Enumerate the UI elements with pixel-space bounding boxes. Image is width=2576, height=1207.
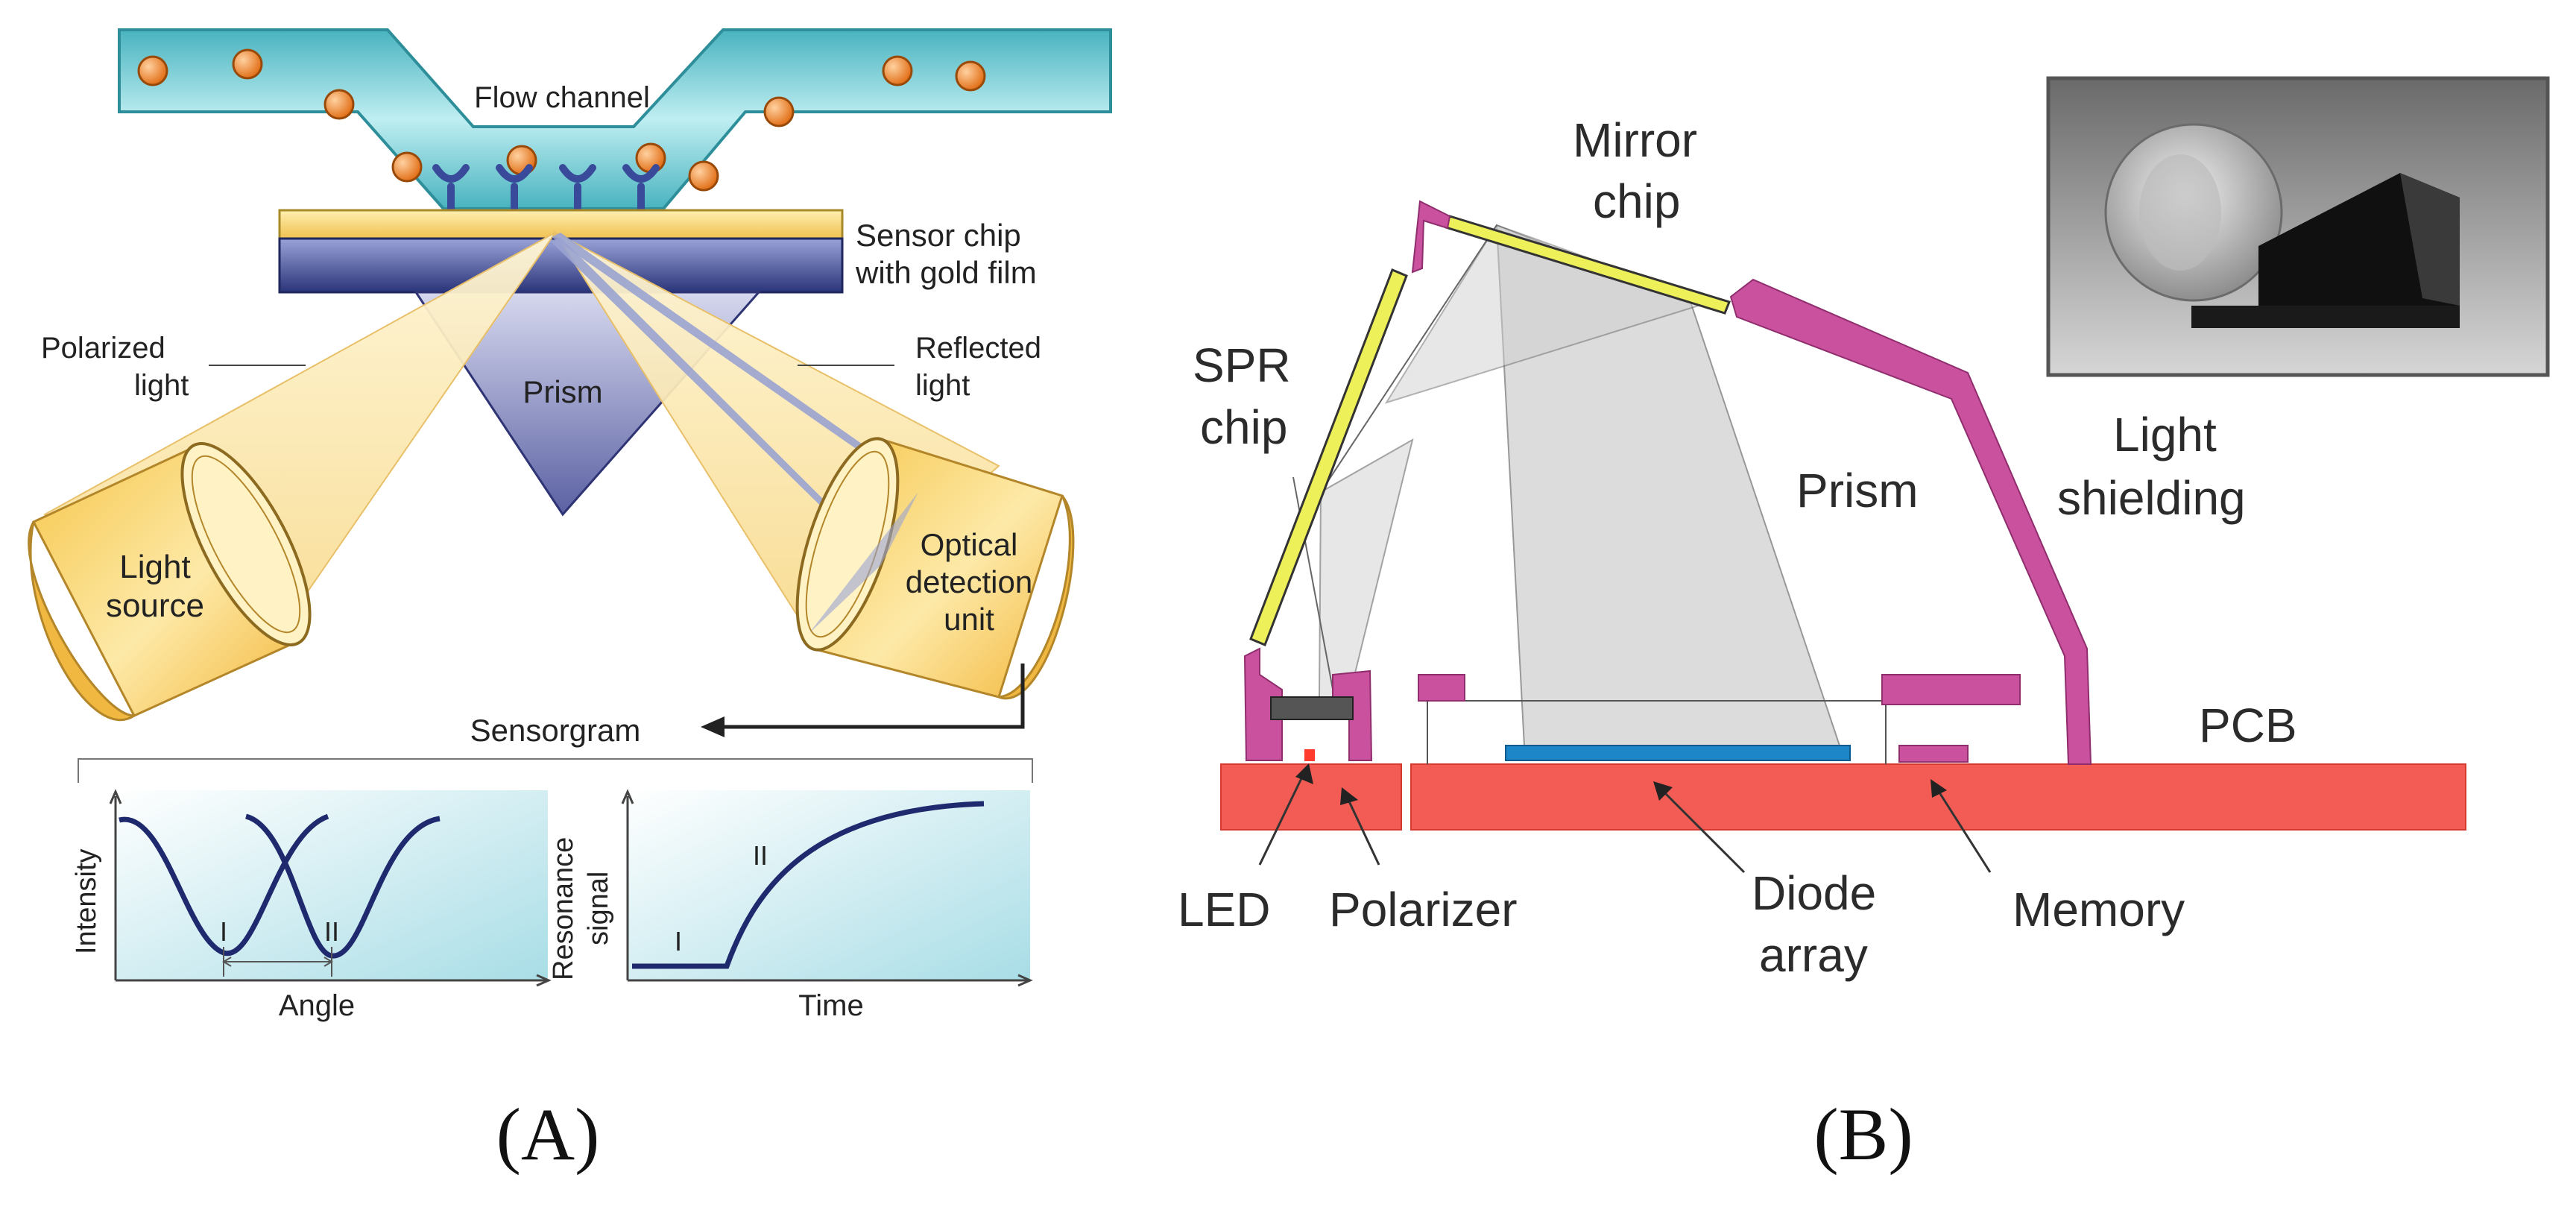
flow-channel [118, 28, 1112, 210]
memory-label: Memory [2012, 883, 2185, 936]
plot-left-xlabel: Angle [279, 989, 355, 1022]
diode-array-label-line2: array [1759, 928, 1868, 982]
plot-left-mark-1: I [220, 916, 227, 947]
receptors [432, 164, 660, 214]
panel-a: Flow channel Sensor chip with gold film [28, 28, 1112, 1176]
pcb-label: PCB [2199, 699, 2297, 752]
optical-detection-unit [795, 437, 1075, 700]
pcb-right [1410, 763, 2466, 831]
plot-right-mark-1: I [675, 926, 682, 957]
reflected-ray-2 [552, 237, 881, 565]
diode-array [1505, 745, 1851, 761]
callout-arrows [1258, 763, 1992, 874]
light-shielding-label-line1: Light [2113, 408, 2217, 461]
light-path-led [1318, 438, 1414, 698]
plot-intensity-angle [109, 789, 552, 987]
mirror-chip-label-line1: Mirror [1573, 113, 1697, 167]
optical-label-line2: detection [906, 564, 1032, 599]
plot-right-xlabel: Time [798, 989, 863, 1022]
prism-b-label: Prism [1796, 464, 1919, 517]
panel-b: PCB [1178, 76, 2550, 1176]
optical-label-line3: unit [944, 602, 994, 637]
sensorgram-bracket [78, 758, 1033, 783]
led-element [1304, 749, 1315, 761]
polarizer-block [1270, 696, 1354, 720]
light-source-label-line1: Light [119, 549, 190, 585]
resonance-curve [632, 801, 985, 969]
panel-a-label: (A) [496, 1093, 600, 1176]
spr-chip-label-line1: SPR [1193, 338, 1291, 392]
light-source [28, 442, 312, 722]
mirror-chip-label-line2: chip [1593, 174, 1680, 228]
sensor-chip-label-line2: with gold film [855, 255, 1037, 290]
sensorgram-label: Sensorgram [470, 713, 641, 748]
polarized-label-line1: Polarized [41, 332, 165, 365]
plot-right-ylabel-line2: signal [583, 872, 614, 945]
prism-a-label: Prism [523, 374, 602, 409]
plot-resonance-time [621, 789, 1033, 987]
reflected-ray-1 [552, 233, 918, 492]
plot-right-ylabel-line1: Resonance [548, 837, 579, 980]
polarizer-label: Polarizer [1329, 883, 1518, 936]
plot-left-ylabel: Intensity [71, 848, 102, 954]
inset-photo [2046, 76, 2550, 377]
panel-b-label: (B) [1813, 1093, 1913, 1176]
plot-left-mark-2: II [324, 916, 339, 947]
sensor-chip-label-line1: Sensor chip [856, 218, 1021, 253]
flow-channel-label: Flow channel [474, 81, 650, 114]
sensorgram-arrow [716, 664, 1025, 729]
diode-array-label-line1: Diode [1752, 866, 1876, 920]
optical-label-line1: Optical [921, 527, 1018, 562]
reflected-label-line2: light [915, 369, 970, 402]
led-label: LED [1178, 883, 1271, 936]
spr-chip [1249, 268, 1408, 646]
light-source-label-line2: source [106, 587, 204, 624]
light-shielding-label-line2: shielding [2057, 471, 2246, 525]
plot-right-mark-2: II [753, 840, 768, 871]
sensorgram-arrowhead [701, 716, 724, 737]
spr-chip-label-line2: chip [1200, 400, 1287, 454]
reflected-label-line1: Reflected [915, 332, 1041, 365]
polarized-label-line2: light [134, 369, 189, 402]
